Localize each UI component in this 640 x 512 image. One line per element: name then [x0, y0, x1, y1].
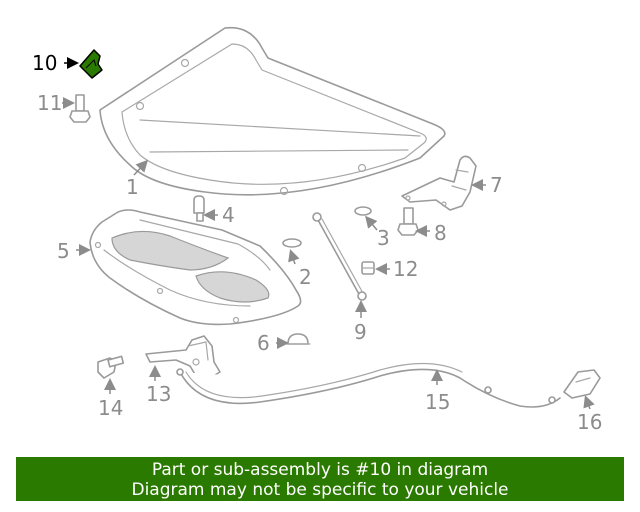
part-11-bolt — [69, 94, 91, 123]
part-8-bolt — [397, 207, 419, 236]
callout-7: 7 — [490, 173, 503, 197]
callout-3: 3 — [377, 226, 390, 250]
callout-14: 14 — [98, 396, 123, 420]
callout-5: 5 — [57, 239, 70, 263]
part-3-plug — [354, 206, 372, 216]
part-4-stop — [193, 195, 205, 222]
banner-line-disclaimer: Diagram may not be specific to your vehi… — [131, 480, 509, 500]
callout-13: 13 — [146, 382, 171, 406]
part-7-hinge — [401, 155, 477, 211]
callout-10: 10 — [32, 51, 57, 75]
callout-4: 4 — [222, 203, 235, 227]
part-9-support-rod — [312, 212, 367, 301]
part-13-latch — [145, 335, 221, 379]
part-5-insulator — [89, 209, 302, 326]
part-16-lever — [563, 369, 601, 399]
hood-panel — [99, 26, 446, 196]
callout-9: 9 — [354, 320, 367, 344]
callout-1: 1 — [126, 175, 139, 199]
part-6-grommet — [285, 333, 311, 345]
leader-lines — [62, 57, 595, 410]
callout-12: 12 — [393, 257, 418, 281]
part-12-clip — [361, 261, 375, 275]
callout-15: 15 — [425, 390, 450, 414]
part-14-bolt — [97, 355, 125, 379]
part-2-plug — [282, 238, 302, 248]
callout-8: 8 — [434, 221, 447, 245]
info-banner: Part or sub-assembly is #10 in diagram D… — [16, 457, 624, 501]
callout-2: 2 — [299, 265, 312, 289]
callout-16: 16 — [577, 410, 602, 434]
callout-6: 6 — [257, 331, 270, 355]
part-10-bracket — [79, 49, 103, 79]
banner-line-part-info: Part or sub-assembly is #10 in diagram — [151, 460, 489, 480]
part-15-cable — [176, 362, 561, 408]
callout-11: 11 — [37, 91, 62, 115]
